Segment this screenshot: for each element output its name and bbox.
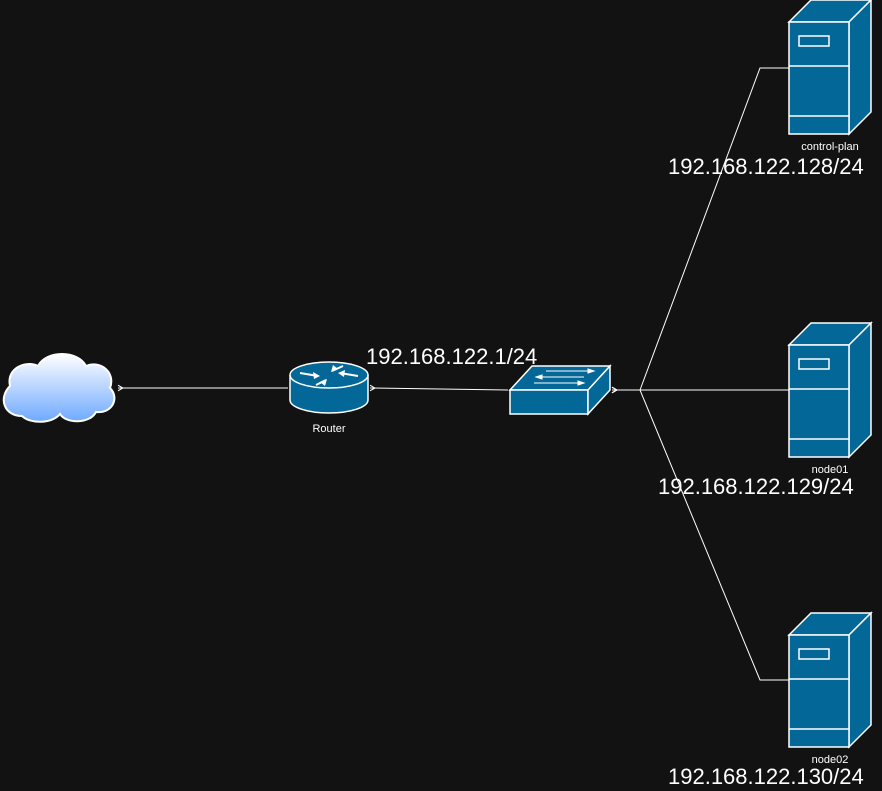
link-node02-switch: [611, 386, 789, 681]
switch-ip-label: 192.168.122.1/24: [366, 344, 537, 369]
node-name-control-plan: control-plan: [801, 141, 858, 153]
connectors: [117, 67, 789, 681]
router-icon: [289, 361, 369, 414]
link-switch-router: [369, 384, 509, 392]
link-control-plan-switch: [611, 67, 789, 394]
node-ip-node02: 192.168.122.130/24: [668, 764, 864, 789]
server-icon-control-plan: [787, 0, 873, 136]
server-icon-node02: [787, 611, 873, 749]
server-icon-node01: [787, 321, 873, 459]
node-name-node01: node01: [812, 464, 849, 476]
node-name-node02: node02: [812, 754, 849, 766]
cloud-icon: [2, 353, 116, 423]
node-ip-node01: 192.168.122.129/24: [658, 474, 854, 499]
node-ip-control-plan: 192.168.122.128/24: [668, 154, 864, 179]
switch-icon: [508, 364, 612, 416]
router-label: Router: [312, 423, 345, 435]
